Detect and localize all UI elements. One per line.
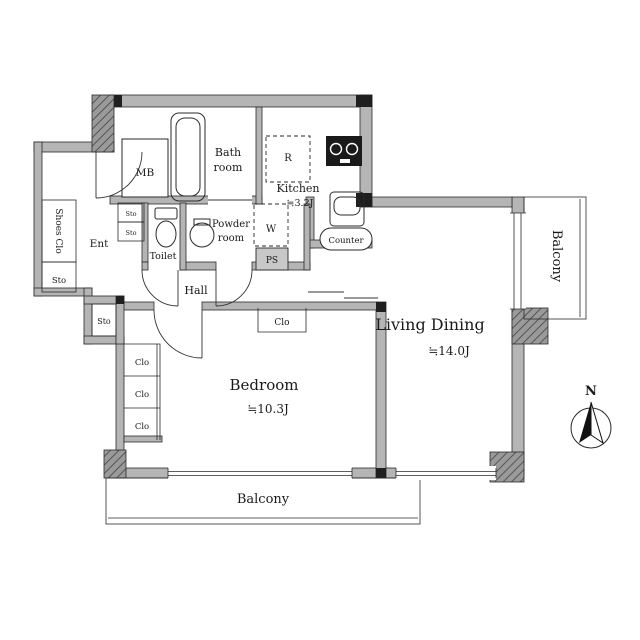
label-hall: Hall: [184, 284, 208, 297]
wall: [141, 261, 149, 271]
label-kitchen-size: ≒3.2J: [287, 198, 314, 209]
wall: [179, 202, 187, 271]
label-storage-small-1: Sto: [126, 210, 137, 218]
storage-bedroom-box: [91, 303, 117, 337]
doors: [95, 151, 378, 359]
north-compass: [570, 401, 612, 449]
label-entrance: Ent: [90, 238, 109, 250]
label-refrigerator: R: [284, 153, 292, 164]
label-bathroom-1: Bath: [215, 146, 241, 159]
bedroom-door-swing: [153, 309, 203, 359]
label-balcony-bottom: Balcony: [237, 492, 290, 507]
pipe-space-box: [255, 247, 289, 271]
powder-door-swing: [215, 269, 253, 307]
toilet-door-swing: [141, 269, 179, 307]
label-closet-2: Clo: [135, 390, 149, 400]
stove-grill-icon: [340, 159, 350, 163]
sink-counter-icon: [193, 218, 211, 226]
counter-box: [319, 227, 373, 251]
wall: [109, 94, 373, 108]
window-living-bottom-lines: [395, 468, 497, 478]
wall: [201, 301, 379, 311]
storage-small-box: [117, 221, 145, 242]
window-bedroom-bottom-lines: [167, 468, 353, 478]
label-storage-small-2: Sto: [126, 229, 137, 237]
sink-icon: [189, 222, 215, 248]
label-powder-room-2: room: [218, 233, 245, 244]
kitchen-sink-icon: [329, 191, 365, 227]
hatched-block: [511, 307, 549, 345]
wall: [141, 202, 149, 263]
pillar: [116, 296, 124, 304]
wall: [371, 196, 513, 208]
window-bedroom-bottom: [168, 466, 352, 480]
closets: [41, 199, 307, 440]
fixtures: [121, 112, 373, 271]
pillar: [376, 468, 386, 478]
labels: MB Bath room R Kitchen ≒3.2J W Powder ro…: [52, 146, 597, 507]
wall: [33, 141, 43, 297]
window-living-right-lines: [510, 212, 526, 310]
wall: [255, 106, 263, 205]
label-powder-room-1: Powder: [212, 219, 250, 230]
label-washer: W: [266, 224, 277, 235]
hatched-block: [91, 94, 115, 153]
label-closet-1: Clo: [135, 358, 149, 368]
label-storage-left: Sto: [52, 276, 66, 286]
compass-needle-dark: [579, 402, 591, 443]
bathtub-icon: [170, 112, 206, 202]
windows: [167, 212, 526, 480]
pillar: [356, 95, 372, 107]
label-north: N: [585, 384, 597, 399]
label-storage-bedroom: Sto: [97, 317, 111, 326]
closet-hall-box: [257, 308, 307, 333]
closet-stack-lines: [124, 343, 161, 440]
meter-box: [121, 138, 169, 198]
wall: [123, 435, 163, 443]
toilet-tank-icon: [154, 207, 178, 220]
bathtub-inner: [175, 117, 201, 197]
kitchen-sink-basin: [333, 196, 361, 216]
washer-space: [253, 203, 289, 247]
stove-burner-icon: [329, 142, 343, 156]
entrance-door-swing: [95, 151, 143, 199]
compass-needle-light: [590, 401, 604, 445]
label-closet-hall: Clo: [274, 318, 289, 328]
hatched-block: [103, 449, 127, 479]
living-sliding-door: [308, 291, 378, 299]
window-living-bottom: [396, 466, 496, 480]
window-living-right: [510, 213, 526, 309]
label-bedroom-size: ≒10.3J: [247, 402, 289, 416]
label-meter-box: MB: [136, 167, 155, 179]
label-counter: Counter: [328, 236, 364, 246]
label-living-dining: Living Dining: [375, 315, 484, 334]
wall: [303, 203, 311, 271]
wall: [121, 301, 155, 311]
toilet-bowl-icon: [155, 220, 177, 248]
label-kitchen: Kitchen: [277, 182, 320, 195]
stove-burner-icon: [345, 142, 359, 156]
label-balcony-right: Balcony: [549, 230, 564, 283]
label-closet-3: Clo: [135, 422, 149, 432]
label-pipe-space: PS: [266, 256, 278, 266]
label-living-size: ≒14.0J: [428, 344, 470, 358]
label-shoes-closet: Shoes Clo: [53, 208, 63, 253]
label-bedroom: Bedroom: [230, 376, 299, 394]
label-toilet: Toilet: [150, 251, 177, 262]
storage-left-box: [41, 261, 77, 293]
pillar: [376, 302, 386, 312]
refrigerator-space: [265, 135, 311, 183]
label-bathroom-2: room: [214, 161, 244, 174]
